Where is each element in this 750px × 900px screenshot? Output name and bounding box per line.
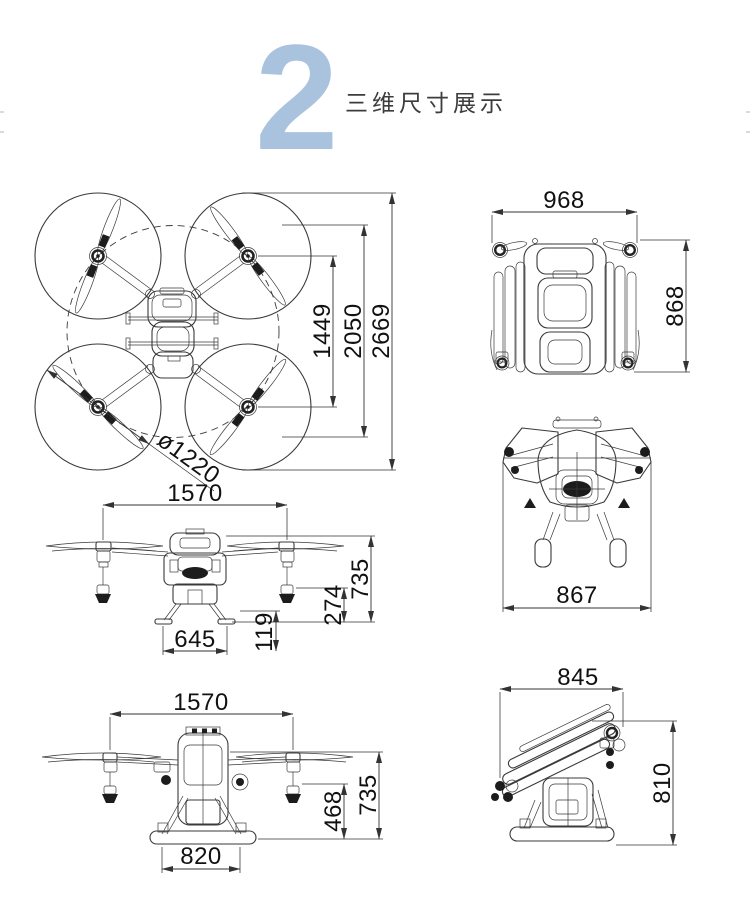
dim-label-front-274: 274 [320,584,347,626]
dim-folded-top-width: 968 [491,187,638,243]
dim-folded-front-width: 867 [502,462,652,612]
dim-label-968: 968 [543,187,585,214]
dim-label-front-735: 735 [347,558,374,600]
dim-front-span: 1570 [102,480,288,540]
dim-label-1449: 1449 [309,303,336,358]
dim-top-outer: 2669 [242,192,396,471]
dim-folded-side-height: 810 [592,720,677,846]
top-view-drawing: 1449 2050 2669 ø1220 [34,192,396,492]
dim-side-height: 735 [230,751,383,840]
dim-label-front-645: 645 [174,626,216,653]
dim-label-side-735: 735 [355,774,382,816]
dim-front-nozzle: 119 [240,610,280,652]
dim-folded-top-length: 868 [634,239,690,373]
right-motor-nozzle [279,550,295,603]
dim-front-track: 645 [162,626,228,655]
dim-top-middle: 2050 [282,224,368,438]
front-view-drawing: 1570 735 274 645 119 [45,480,375,655]
folded-front-drawing: 867 [502,416,652,612]
dim-label-2669: 2669 [368,303,395,358]
crop-marks [0,111,750,133]
side-view-drawing: 1570 735 468 820 [41,689,383,873]
arms [101,255,245,408]
dim-label-front-119: 119 [251,612,278,652]
dim-label-845: 845 [557,664,599,691]
dim-label-867: 867 [556,582,598,609]
left-motor-nozzle [95,550,111,603]
dim-label-2050: 2050 [340,303,367,358]
dim-front-height: 735 [226,535,375,623]
dim-side-skid: 820 [161,843,241,873]
dim-label-868: 868 [662,285,689,327]
dim-label-side-820: 820 [180,843,222,870]
dim-label-side-468: 468 [320,790,347,832]
dim-label-810: 810 [649,762,676,804]
dim-top-inner: 1449 [258,255,337,408]
fuselage-front [154,528,236,625]
fuselage-top [125,287,219,379]
folded-side-drawing: 845 810 [491,664,677,846]
side-motors-nozzles [102,761,301,803]
dim-label-side-1570: 1570 [173,689,228,716]
dim-front-mid-height: 274 [296,584,348,626]
page-title: 三维尺寸展示 [345,90,507,116]
section-number: 2 [255,13,339,181]
folded-top-drawing: 968 868 [490,187,690,375]
fuselage-side [149,726,257,845]
dim-side-mid-height: 468 [302,783,348,840]
dim-folded-side-length: 845 [499,664,624,778]
dim-side-span: 1570 [109,689,294,750]
dim-label-front-1570: 1570 [167,480,222,507]
